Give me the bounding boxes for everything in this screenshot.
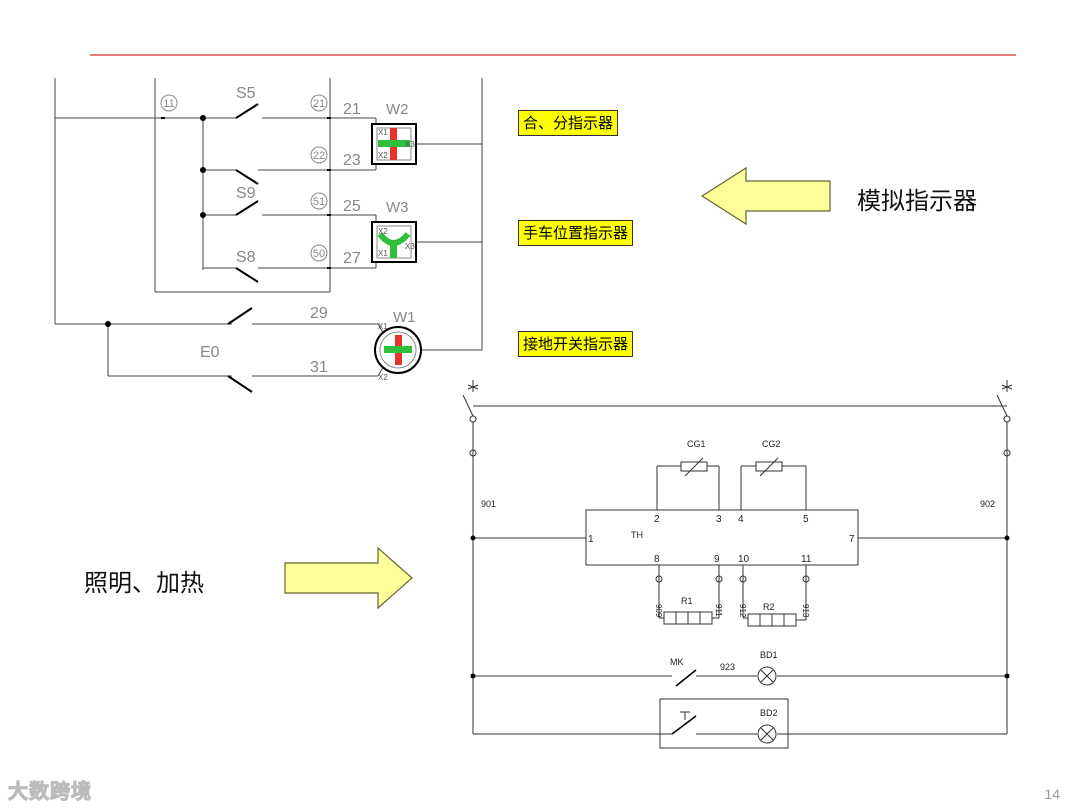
terminal-21-label: 21 bbox=[313, 98, 325, 110]
indicator-w1-label: W1 bbox=[393, 309, 416, 326]
wire-31-label: 31 bbox=[310, 359, 328, 376]
cart-position-indicator-label: 手车位置指示器 bbox=[518, 220, 634, 246]
heater-circuit bbox=[462, 380, 1013, 749]
th-pin-9: 9 bbox=[714, 554, 720, 565]
simulated-indicator-callout: 模拟指示器 bbox=[857, 187, 977, 215]
switch-s8-label: S8 bbox=[236, 249, 256, 266]
w3-pin-x3: X3 bbox=[405, 242, 415, 251]
indicator-w3: W3 X2 X1 X3 bbox=[371, 199, 417, 263]
w1-pin-x1: X1 bbox=[378, 322, 388, 331]
wire-23-label: 23 bbox=[343, 152, 361, 169]
cg1-label: CG1 bbox=[687, 439, 706, 449]
wire-901-label: 901 bbox=[481, 499, 496, 509]
wire-25-label: 25 bbox=[343, 198, 361, 215]
switch-s5-label: S5 bbox=[236, 85, 256, 102]
th-pin-11: 11 bbox=[801, 554, 812, 565]
r2-label: R2 bbox=[763, 602, 775, 612]
th-pin-8: 8 bbox=[654, 554, 660, 565]
terminal-22-label: 22 bbox=[313, 150, 325, 162]
w3-pin-x2: X2 bbox=[378, 227, 388, 236]
page-number: 14 bbox=[1044, 786, 1060, 802]
watermark: 大数跨境 bbox=[8, 779, 92, 804]
terminal-51-label: 51 bbox=[313, 196, 325, 208]
th-pin-10: 10 bbox=[738, 554, 750, 565]
controller-th-label: TH bbox=[631, 530, 643, 540]
wire-29-label: 29 bbox=[310, 305, 328, 322]
w1-pin-x2: X2 bbox=[378, 373, 388, 382]
heater-junction-dots bbox=[470, 535, 1010, 679]
switch-e0-label: E0 bbox=[200, 344, 220, 361]
open-close-indicator-label: 合、分指示器 bbox=[518, 110, 619, 136]
indicator-w2: W2 X1 X2 X3 bbox=[371, 101, 417, 165]
th-pin-2: 2 bbox=[654, 514, 660, 525]
wire-923-label: 923 bbox=[720, 662, 735, 672]
wire-912-label: 912 bbox=[738, 604, 747, 618]
w2-pin-x2: X2 bbox=[378, 151, 388, 160]
earth-switch-indicator-label: 接地开关指示器 bbox=[518, 331, 634, 357]
w2-pin-x1: X1 bbox=[378, 128, 388, 137]
th-pin-7: 7 bbox=[849, 534, 855, 545]
w3-pin-x1: X1 bbox=[378, 249, 388, 258]
indicator-w1: W1 X1 X2 bbox=[374, 309, 422, 382]
mk-label: MK bbox=[670, 657, 684, 667]
wire-909-label: 909 bbox=[654, 604, 663, 618]
lighting-heating-callout: 照明、加热 bbox=[84, 569, 204, 597]
w2-pin-x3: X3 bbox=[405, 140, 415, 149]
wire-913-label: 913 bbox=[801, 604, 810, 618]
arrow-right bbox=[284, 546, 413, 610]
switch-s9-label: S9 bbox=[236, 185, 256, 202]
th-pin-1: 1 bbox=[588, 534, 594, 545]
wire-902-label: 902 bbox=[980, 499, 995, 509]
indicator-w3-label: W3 bbox=[386, 199, 409, 216]
wire-27-label: 27 bbox=[343, 250, 361, 267]
junction-dots bbox=[105, 115, 206, 327]
arrow-left bbox=[700, 166, 831, 226]
bd2-label: BD2 bbox=[760, 708, 778, 718]
bd1-label: BD1 bbox=[760, 650, 778, 660]
th-pin-3: 3 bbox=[716, 514, 722, 525]
wire-911-label: 911 bbox=[714, 604, 723, 617]
indicator-w2-label: W2 bbox=[386, 101, 409, 118]
terminal-50-label: 50 bbox=[313, 248, 325, 260]
cg2-label: CG2 bbox=[762, 439, 781, 449]
terminal-11-label: 11 bbox=[163, 98, 174, 110]
r1-label: R1 bbox=[681, 596, 693, 606]
th-pin-4: 4 bbox=[738, 514, 744, 525]
terminal-markers bbox=[160, 94, 331, 269]
th-pin-5: 5 bbox=[803, 514, 809, 525]
wire-21-label: 21 bbox=[343, 101, 361, 118]
